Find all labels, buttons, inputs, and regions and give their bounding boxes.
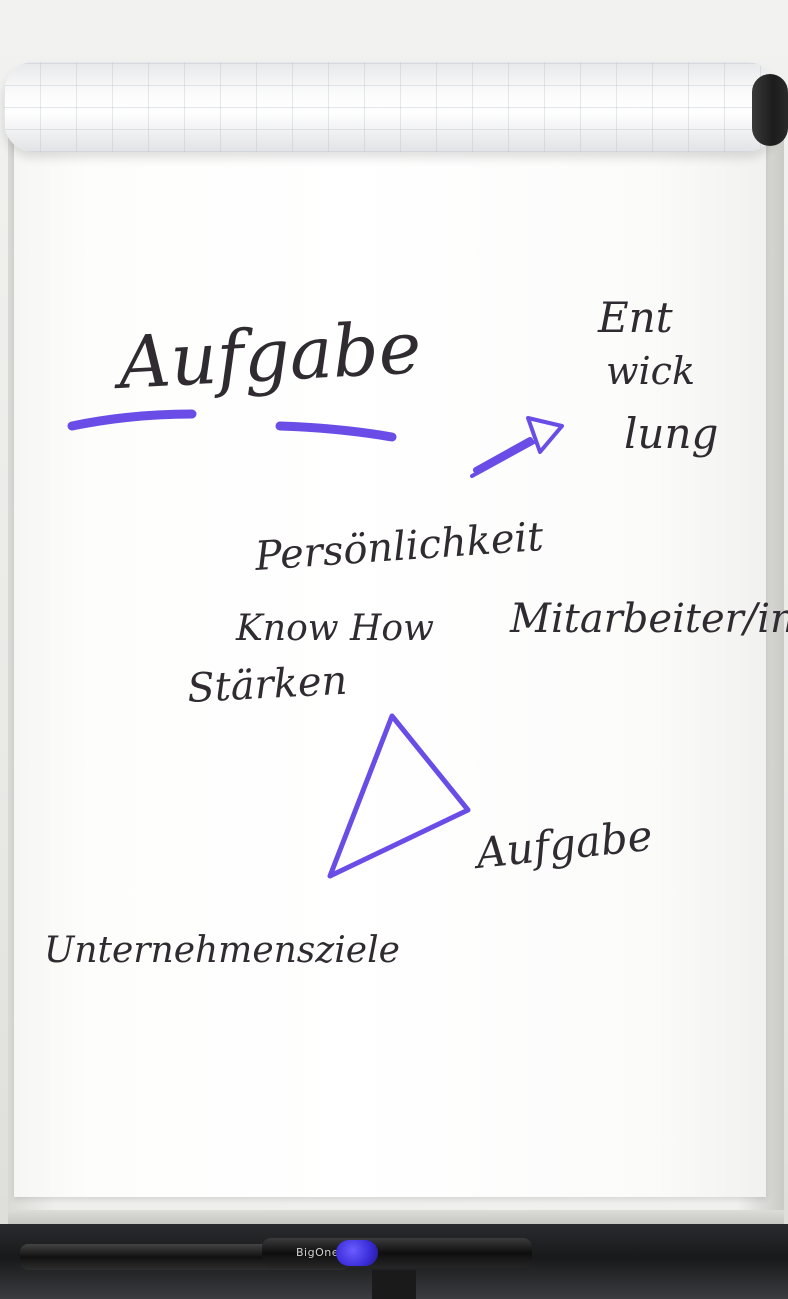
paper-roll [4, 62, 776, 152]
title-underline-right [275, 421, 397, 442]
marker-purple-cap [336, 1240, 378, 1266]
middle-list-item-know-how: Know How [235, 608, 434, 649]
marker-right[interactable]: BigOne [262, 1238, 532, 1268]
purple-triangle [327, 713, 471, 879]
top-right-word-line-1: Ent [597, 293, 673, 342]
top-right-word-line-3: lung [624, 409, 718, 458]
purple-arrow [470, 416, 564, 478]
role-label: Mitarbeiter/in [509, 596, 788, 642]
flipchart-paper-sheet [14, 135, 766, 1197]
marker-brand-label: BigOne [296, 1246, 339, 1259]
middle-list-item-personality: Persönlichkeit [252, 514, 545, 580]
triangle-label: Aufgabe [470, 811, 655, 879]
top-right-word-line-2: wick [606, 349, 695, 393]
bottom-left-word: Unternehmensziele [44, 930, 400, 971]
middle-list-item-strengths: Stärken [186, 658, 348, 712]
title-underline-left [67, 409, 197, 431]
stand-leg [372, 1270, 416, 1299]
paper-roll-end-cap [752, 74, 788, 146]
title-word: Aufgabe [111, 305, 424, 405]
